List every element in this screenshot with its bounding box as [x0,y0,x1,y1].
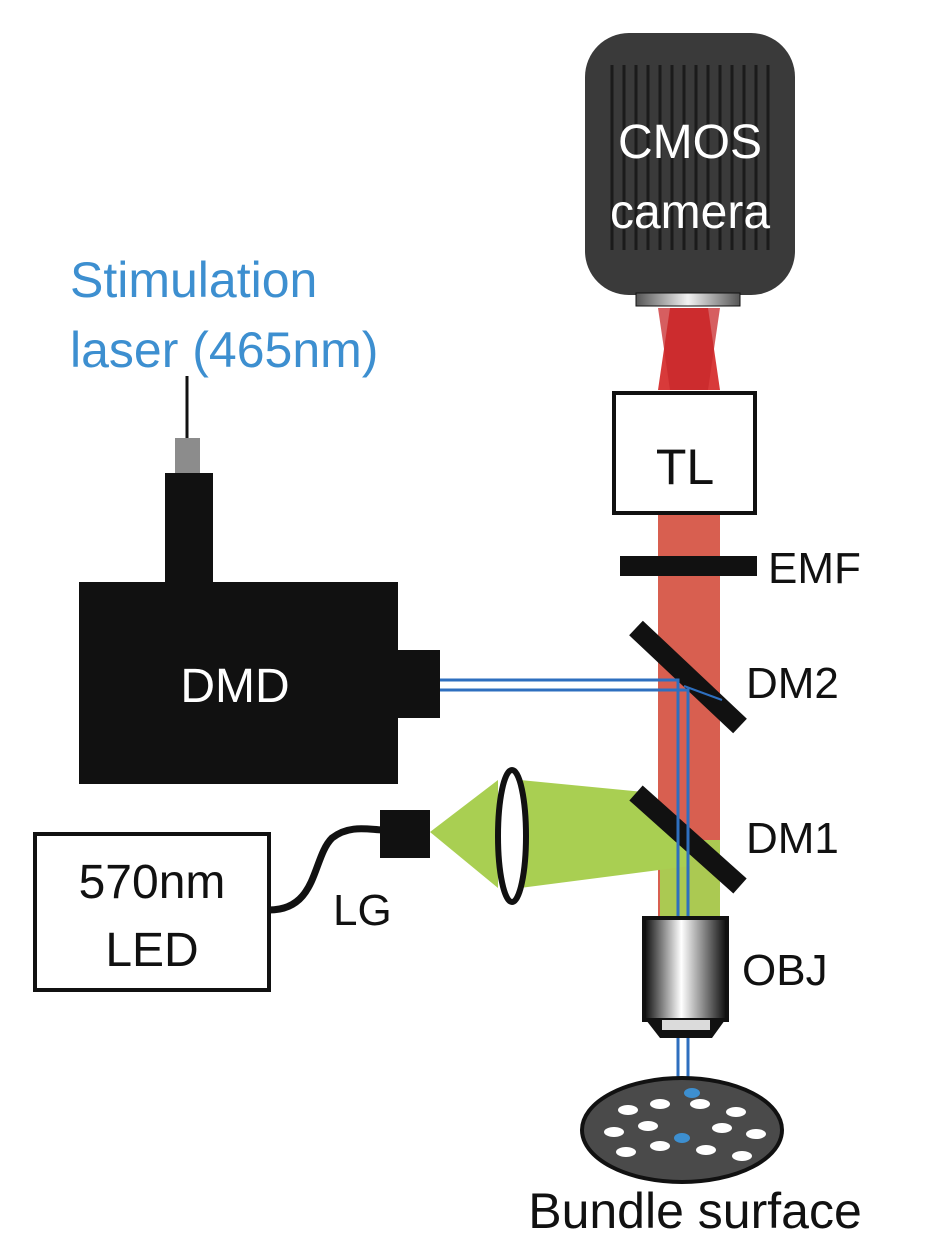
tube-lens-box [612,391,757,515]
led-label-line1: 570nm [79,856,226,909]
dichroic-1-label: DM1 [746,814,839,863]
emission-filter-label: EMF [768,544,861,593]
camera-label-line2: camera [610,186,770,239]
dichroic-2 [629,620,747,734]
green-beam-cone-left [430,780,498,888]
objective-icon [642,916,729,1038]
laser-module-icon [165,376,213,585]
dmd-label: DMD [180,660,289,713]
stimulation-label-line2: laser (465nm) [70,322,378,378]
led-label-line2: LED [105,924,198,977]
led-box [33,832,271,992]
emission-filter [620,556,757,576]
light-guide-head [380,810,430,858]
red-beam-emf-gap [658,575,720,615]
objective-label: OBJ [742,946,828,995]
camera-label-line1: CMOS [618,116,762,169]
dichroic-2-label: DM2 [746,659,839,708]
fiber-bundle-icon [580,1076,784,1184]
bundle-label: Bundle surface [528,1183,862,1239]
red-beam-cone-overlay [658,308,720,390]
tube-lens-label: TL [656,439,714,495]
dmd-box [79,582,398,784]
lens-icon [495,767,529,905]
light-guide-cable [268,825,385,914]
dmd-port [392,650,440,718]
light-guide-label: LG [333,886,392,935]
stimulation-label-line1: Stimulation [70,252,317,308]
cmos-camera-icon [585,33,795,307]
